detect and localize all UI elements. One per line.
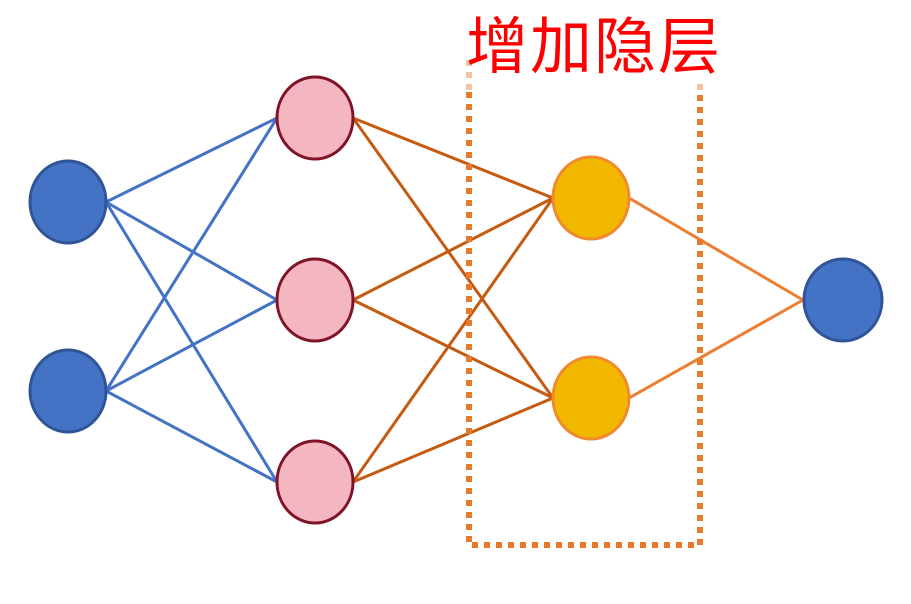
- hidden1-node: [275, 439, 355, 525]
- added-hidden-layer-box-group: [466, 60, 703, 548]
- edge-input-to-hidden1: [104, 298, 279, 393]
- edge-hidden1-to-hidden2: [351, 298, 555, 400]
- edge-hidden2-to-output: [627, 196, 805, 302]
- nodes-group: [28, 75, 884, 525]
- hidden1-node: [275, 75, 355, 161]
- output-node: [802, 257, 884, 343]
- edge-input-to-hidden1: [104, 200, 279, 302]
- edge-input-to-hidden1: [104, 389, 279, 484]
- input-node: [28, 159, 108, 245]
- edge-hidden2-to-output: [627, 298, 805, 400]
- edge-hidden1-to-hidden2: [351, 396, 555, 484]
- edge-hidden1-to-hidden2: [351, 196, 555, 302]
- edge-input-to-hidden1: [104, 116, 279, 204]
- edge-hidden1-to-hidden2: [351, 196, 555, 484]
- edge-input-to-hidden1: [104, 116, 279, 393]
- hidden2-node: [551, 155, 631, 241]
- edge-hidden1-to-hidden2: [351, 116, 555, 400]
- diagram-title: 增加隐层: [466, 10, 723, 83]
- added-hidden-layer-box: [466, 92, 703, 548]
- hidden1-node: [275, 257, 355, 343]
- connections-group: [104, 116, 805, 484]
- input-node: [28, 348, 108, 434]
- edge-input-to-hidden1: [104, 200, 279, 484]
- hidden2-node: [551, 355, 631, 441]
- edge-hidden1-to-hidden2: [351, 116, 555, 200]
